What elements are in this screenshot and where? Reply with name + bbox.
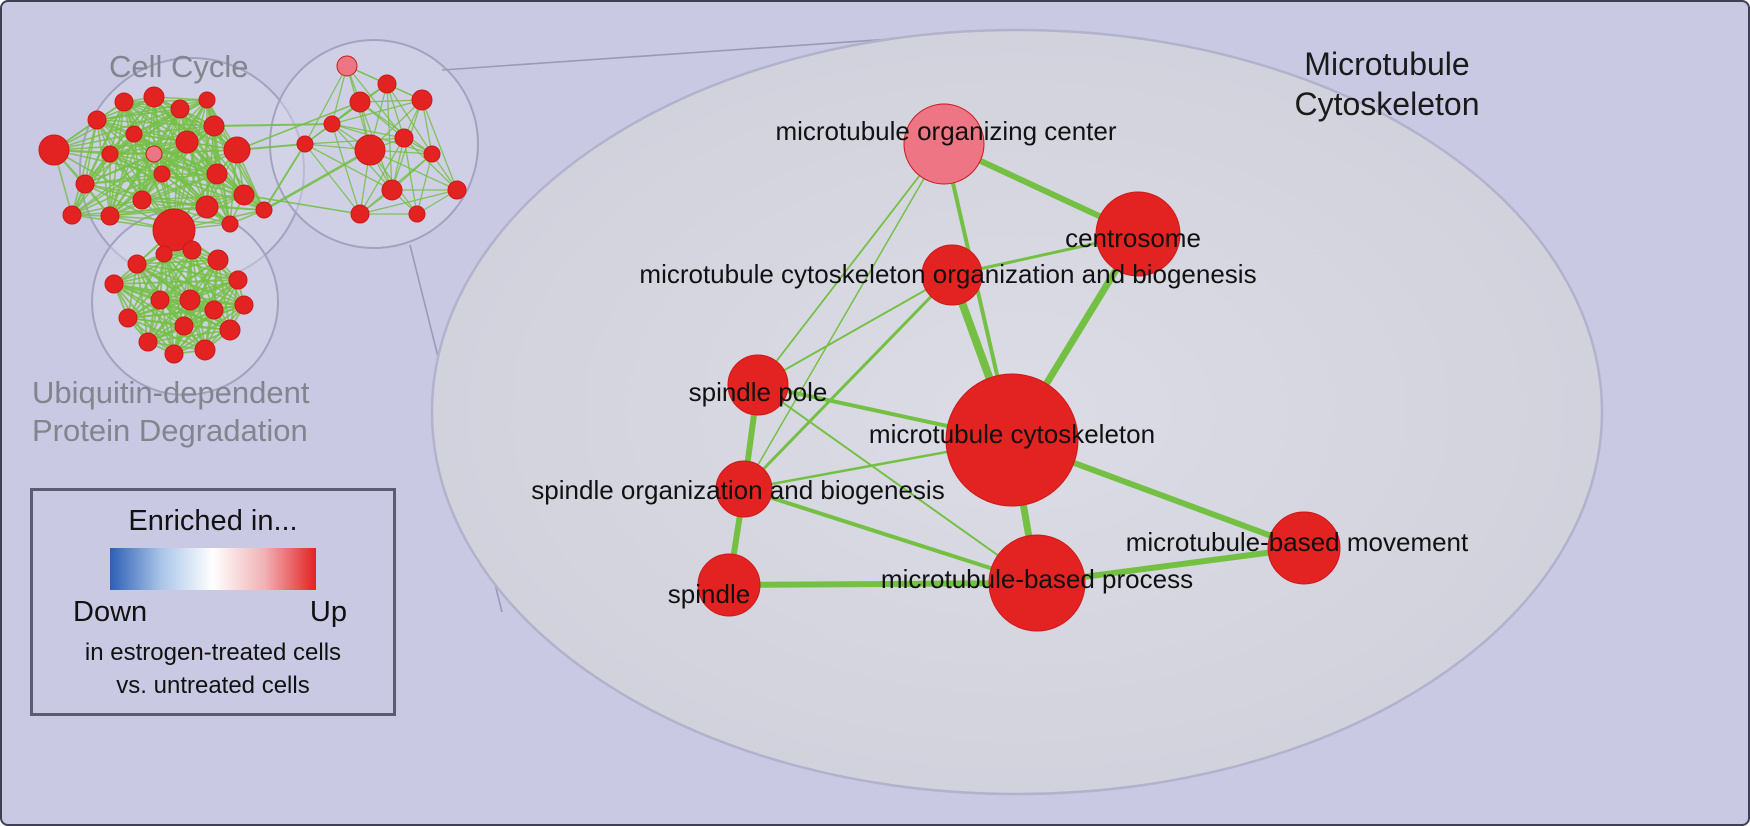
overview-node	[143, 86, 165, 108]
zoom-node-label-mcob: microtubule cytoskeleton organization an…	[639, 259, 1256, 289]
zoom-edges	[726, 141, 1306, 588]
overview-node	[198, 91, 216, 109]
zoom-edge-moc-spindle_pole	[757, 143, 945, 386]
zoom-node-moc	[903, 103, 985, 185]
overview-node	[87, 110, 107, 130]
zoom-title-line1: Microtubule	[1304, 46, 1470, 82]
overview-node	[125, 125, 143, 143]
overview-nodes	[38, 55, 467, 364]
zoom-node-spindle_pole	[727, 354, 789, 416]
overview-node	[164, 344, 184, 364]
zoom-node-mbp	[988, 534, 1086, 632]
zoom-node-label-sob: spindle organization and biogenesis	[531, 475, 944, 505]
overview-node	[114, 92, 134, 112]
overview-node	[234, 295, 254, 315]
overview-bridge-edge	[236, 101, 361, 151]
overview-node	[194, 339, 216, 361]
zoom-node-centrosome	[1095, 191, 1181, 277]
zoom-node-label-moc: microtubule organizing center	[775, 116, 1116, 146]
legend-endpoint-labels: Down Up	[33, 596, 393, 629]
zoom-edge-spindle_pole-mbp	[757, 384, 1038, 584]
overview-node	[75, 174, 95, 194]
overview-bridge-edge	[213, 123, 333, 127]
overview-node	[132, 190, 152, 210]
zoom-edge-spindle-mbp	[728, 580, 1038, 588]
overview-node	[174, 316, 194, 336]
overview-node	[323, 115, 341, 133]
zoom-node-spindle	[697, 553, 761, 617]
overview-node	[255, 201, 273, 219]
overview-node	[336, 55, 358, 77]
overview-node	[138, 332, 158, 352]
zoom-title-microtubule-cytoskeleton: Microtubule Cytoskeleton	[1247, 44, 1527, 124]
zoom-node-label-mbm: microtubule-based movement	[1126, 527, 1469, 557]
zoom-node-mcob	[921, 244, 983, 306]
overview-node	[447, 180, 467, 200]
legend-gradient-bar	[110, 548, 316, 590]
overview-node	[296, 135, 314, 153]
overview-node	[221, 215, 239, 233]
overview-node	[152, 208, 196, 252]
overview-node	[423, 145, 441, 163]
zoom-node-label-centrosome: centrosome	[1065, 223, 1201, 253]
overview-node	[394, 128, 414, 148]
overview-node	[203, 115, 225, 137]
legend-up-label: Up	[309, 596, 347, 628]
overview-node	[104, 274, 124, 294]
overview-node	[118, 308, 138, 328]
cluster-label-ubiquitin-line2: Protein Degradation	[32, 413, 308, 448]
overview-node	[101, 145, 119, 163]
overview-node	[38, 134, 70, 166]
overview-node	[207, 249, 229, 271]
overview-node	[145, 145, 163, 163]
overview-node	[204, 300, 224, 320]
overview-node	[206, 163, 228, 185]
overview-node	[127, 254, 147, 274]
overview-node	[179, 289, 201, 311]
overview-node	[219, 319, 241, 341]
overview-node	[350, 204, 370, 224]
overview-node	[377, 74, 397, 94]
overview-bridge-edge	[243, 194, 361, 215]
legend-box: Enriched in... Down Up in estrogen-treat…	[30, 488, 396, 716]
zoom-node-label-spindle: spindle	[668, 579, 750, 609]
overview-node	[153, 165, 171, 183]
zoom-node-label-mbp: microtubule-based process	[881, 564, 1193, 594]
cluster-label-cell-cycle: Cell Cycle	[109, 49, 249, 84]
zoom-title-line2: Cytoskeleton	[1294, 86, 1480, 122]
cluster-label-ubiquitin: Ubiquitin-dependent Protein Degradation	[32, 374, 310, 450]
overview-bridge-edge	[263, 148, 371, 212]
zoom-edge-sob-mbp	[743, 487, 1038, 585]
zoom-node-mbm	[1267, 511, 1341, 585]
overview-node	[100, 206, 120, 226]
cluster-label-ubiquitin-line1: Ubiquitin-dependent	[32, 375, 310, 410]
legend-down-label: Down	[73, 596, 148, 628]
zoom-node-mc	[945, 373, 1079, 507]
overview-node	[155, 245, 173, 263]
overview-node	[150, 290, 170, 310]
overview-node	[62, 205, 82, 225]
overview-node	[170, 99, 190, 119]
overview-node	[182, 240, 202, 260]
zoom-node-label-spindle_pole: spindle pole	[689, 377, 828, 407]
overview-node	[354, 134, 386, 166]
overview-node	[195, 195, 219, 219]
overview-node	[233, 184, 255, 206]
legend-subtitle-line1: in estrogen-treated cells	[84, 639, 342, 666]
overview-node	[349, 91, 371, 113]
overview-node	[223, 136, 251, 164]
zoom-edge-moc-sob	[743, 143, 945, 490]
overview-node	[175, 130, 199, 154]
legend-subtitle-line2: vs. untreated cells	[116, 672, 310, 699]
overview-node	[411, 89, 433, 111]
overview-node	[408, 205, 426, 223]
zoom-edge-mcob-sob	[742, 273, 954, 491]
zoom-node-sob	[715, 460, 773, 518]
overview-node	[228, 270, 248, 290]
zoom-edge-mcob-spindle_pole	[757, 274, 953, 386]
overview-node	[381, 179, 403, 201]
legend-title: Enriched in...	[128, 505, 298, 537]
zoom-node-label-mc: microtubule cytoskeleton	[869, 419, 1155, 449]
